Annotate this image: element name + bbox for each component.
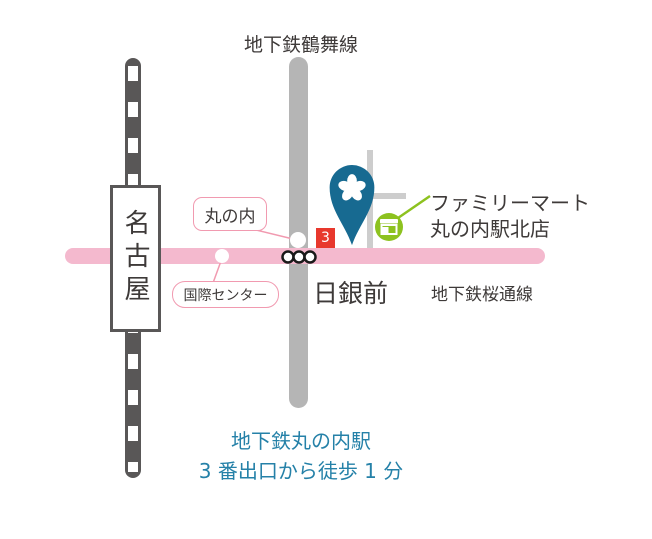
store-name-line2: 丸の内駅北店 <box>430 217 550 241</box>
sakura-flower-map-pin-icon <box>329 165 375 246</box>
access-note: 地下鉄丸の内駅 3 番出口から徒歩 1 分 <box>151 426 451 486</box>
kokusai-center-station-label: 国際センター <box>183 287 268 304</box>
marunouchi-station-callout: 丸の内 <box>193 197 267 231</box>
exit-number: 3 <box>321 230 330 246</box>
triple-circle-transfer-icon <box>281 250 317 264</box>
store-marker <box>375 213 403 241</box>
nagoya-station-box: 名古屋 <box>110 185 161 332</box>
sakuradori-line-label: 地下鉄桜通線 <box>431 285 533 305</box>
store-name-label: ファミリーマート 丸の内駅北店 <box>430 190 590 242</box>
kokusai-center-station-dot <box>215 249 229 263</box>
access-note-line1: 地下鉄丸の内駅 <box>231 429 371 453</box>
access-note-line2: 3 番出口から徒歩 1 分 <box>198 459 404 483</box>
exit-3-badge: 3 <box>316 228 335 248</box>
marunouchi-station-label: 丸の内 <box>204 206 256 227</box>
convenience-store-icon <box>380 219 398 235</box>
kokusai-center-station-callout: 国際センター <box>172 281 279 308</box>
tsurumai-line-label: 地下鉄鶴舞線 <box>244 34 359 56</box>
marunouchi-station-dot <box>290 232 306 248</box>
nagoya-station-label: 名古屋 <box>120 209 150 308</box>
nichigin-mae-station-label: 日銀前 <box>313 279 389 308</box>
store-name-line1: ファミリーマート <box>430 191 590 215</box>
